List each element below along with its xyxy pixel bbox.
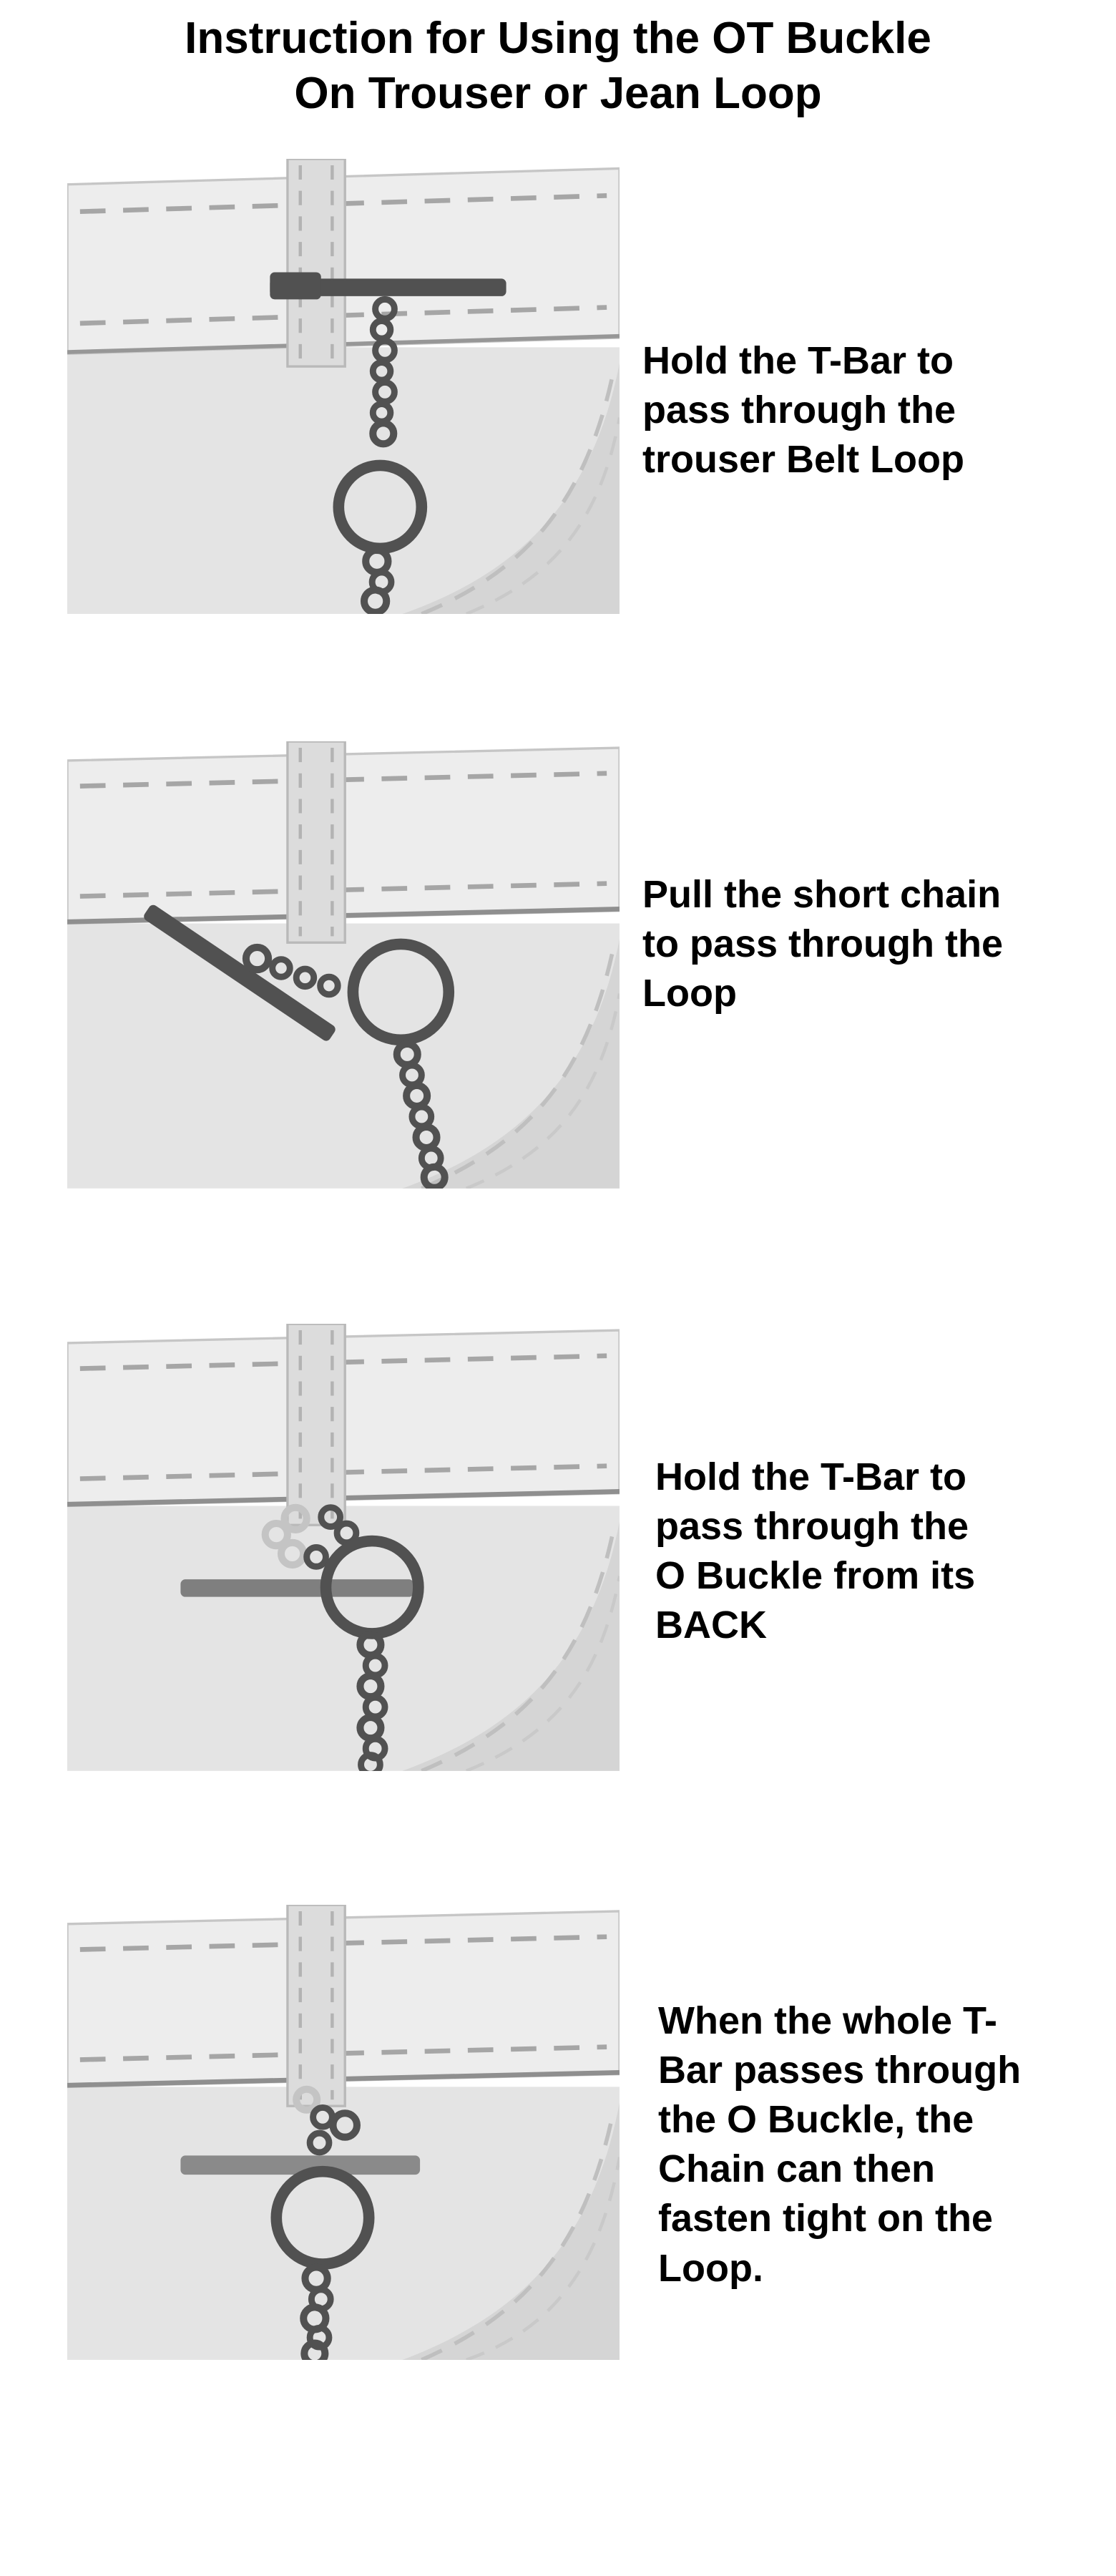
belt-loop <box>286 1905 346 2107</box>
step-2-caption: Pull the short chain to pass through the… <box>642 873 1003 1015</box>
step-3-illustration <box>67 1324 620 1771</box>
page-title: Instruction for Using the OT Buckle On T… <box>185 14 931 118</box>
pocket-stitch-inner <box>465 993 620 1189</box>
belt-loop <box>286 1324 346 1526</box>
step-1-caption: Hold the T-Bar to pass through the trous… <box>642 339 965 482</box>
step-1-illustration <box>67 159 620 614</box>
step-3-figure <box>67 1324 620 1771</box>
chain-tail <box>360 546 395 614</box>
chain-tail <box>393 1040 449 1189</box>
pocket-stitch-inner <box>466 2157 620 2360</box>
o-buckle <box>347 938 455 1046</box>
t-bar <box>270 272 506 300</box>
pocket-shade <box>402 939 620 1189</box>
chain-tail <box>300 2263 334 2360</box>
chain <box>269 956 341 998</box>
t-bar-ring <box>242 943 273 974</box>
step-4-illustration <box>67 1905 620 2360</box>
step-1-figure <box>67 159 620 614</box>
pocket-stitch-outer <box>421 948 615 1189</box>
step-4-figure <box>67 1905 620 2360</box>
t-bar <box>180 1579 414 1597</box>
chain-tail <box>356 1631 388 1771</box>
pocket-stitch-outer <box>421 372 615 614</box>
chain-behind <box>293 2085 321 2114</box>
t-bar <box>144 904 336 1041</box>
belt-loop <box>286 159 346 368</box>
pocket-stitch-inner <box>465 1576 620 1771</box>
step-2-illustration <box>67 741 620 1189</box>
o-buckle <box>270 2165 375 2270</box>
chain <box>306 2104 361 2156</box>
chain-behind <box>261 1503 310 1569</box>
pocket-stitch-outer <box>421 1531 615 1771</box>
step-3-caption: Hold the T-Bar to pass through the O Buc… <box>655 1455 976 1647</box>
pocket-stitch-outer <box>421 2112 615 2360</box>
step-2-figure <box>67 741 620 1189</box>
pocket-shade <box>402 1521 620 1771</box>
step-4-caption: When the whole T- Bar passes through the… <box>658 1999 1022 2290</box>
chain <box>369 296 398 448</box>
pocket-shade <box>402 2102 620 2360</box>
belt-loop <box>286 741 346 944</box>
pocket-stitch-inner <box>465 417 620 614</box>
t-bar <box>180 2155 421 2175</box>
pocket-shade <box>402 363 620 614</box>
